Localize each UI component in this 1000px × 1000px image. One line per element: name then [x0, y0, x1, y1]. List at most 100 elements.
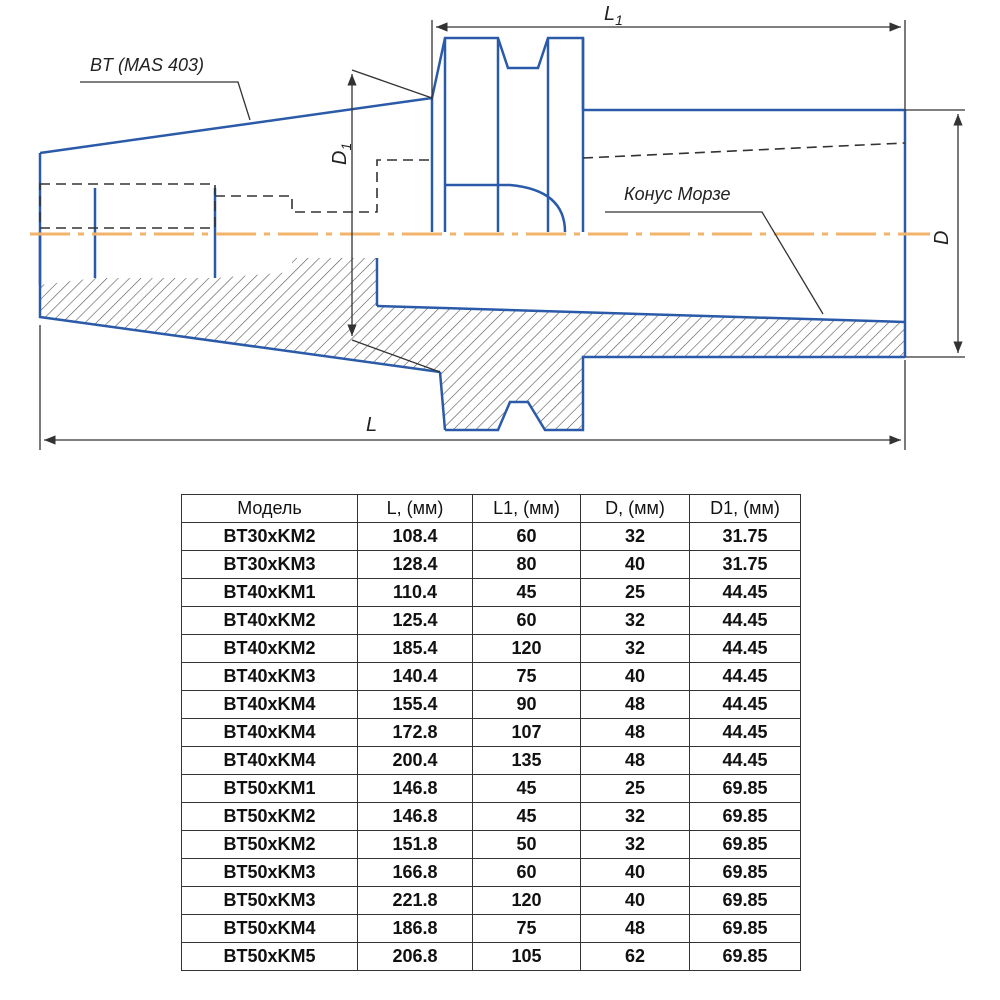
cell-l: 166.8: [357, 858, 473, 887]
cell-d: 25: [580, 578, 690, 607]
cell-l1: 135: [472, 746, 581, 775]
cell-model: BT40xKM3: [181, 662, 358, 691]
cell-model: BT40xKM2: [181, 634, 358, 663]
morse-label: Конус Морзе: [624, 184, 731, 204]
cell-d1: 44.45: [689, 634, 801, 663]
d1-label: D1: [329, 143, 354, 165]
cell-l1: 105: [472, 942, 581, 971]
cell-l: 155.4: [357, 690, 473, 719]
cell-l1: 45: [472, 802, 581, 831]
cell-d: 32: [580, 830, 690, 859]
technical-drawing: BT (MAS 403) Конус Морзе L1 L D D1: [30, 3, 965, 450]
cell-d1: 44.45: [689, 690, 801, 719]
cell-l1: 45: [472, 774, 581, 803]
cell-d1: 69.85: [689, 830, 801, 859]
spec-table: Модель L, (мм) L1, (мм) D, (мм) D1, (мм)…: [181, 494, 801, 971]
cell-d: 62: [580, 942, 690, 971]
header-model: Модель: [181, 494, 358, 523]
cell-d: 48: [580, 914, 690, 943]
cell-model: BT50xKM5: [181, 942, 358, 971]
cell-l1: 107: [472, 718, 581, 747]
cell-l: 125.4: [357, 606, 473, 635]
cell-d1: 44.45: [689, 662, 801, 691]
cell-l: 206.8: [357, 942, 473, 971]
cell-d: 32: [580, 634, 690, 663]
cell-l1: 120: [472, 634, 581, 663]
cell-model: BT50xKM1: [181, 774, 358, 803]
cell-d1: 69.85: [689, 914, 801, 943]
cell-model: BT40xKM1: [181, 578, 358, 607]
cell-d: 48: [580, 690, 690, 719]
cell-l: 140.4: [357, 662, 473, 691]
cell-d1: 44.45: [689, 606, 801, 635]
cell-l1: 75: [472, 914, 581, 943]
dimension-lines: [39, 20, 965, 450]
cell-model: BT40xKM4: [181, 690, 358, 719]
l1-label: L1: [604, 3, 623, 28]
cell-d: 40: [580, 886, 690, 915]
holder-outline: [38, 36, 907, 432]
hidden-lines: [39, 142, 906, 229]
cell-d: 40: [580, 550, 690, 579]
cell-l: 108.4: [357, 522, 473, 551]
cell-l: 110.4: [357, 578, 473, 607]
cell-d1: 69.85: [689, 886, 801, 915]
cell-model: BT50xKM2: [181, 830, 358, 859]
cell-d: 32: [580, 802, 690, 831]
cell-d: 32: [580, 606, 690, 635]
cell-model: BT50xKM3: [181, 886, 358, 915]
cell-l: 172.8: [357, 718, 473, 747]
cell-l: 186.8: [357, 914, 473, 943]
cell-l1: 45: [472, 578, 581, 607]
cell-model: BT30xKM3: [181, 550, 358, 579]
cell-d1: 69.85: [689, 802, 801, 831]
d-label: D: [931, 231, 953, 245]
cell-d1: 44.45: [689, 746, 801, 775]
cell-l1: 90: [472, 690, 581, 719]
header-d: D, (мм): [580, 494, 690, 523]
header-l1: L1, (мм): [472, 494, 581, 523]
cell-l1: 60: [472, 858, 581, 887]
cell-l: 200.4: [357, 746, 473, 775]
cell-d: 40: [580, 858, 690, 887]
cell-l1: 60: [472, 522, 581, 551]
header-l: L, (мм): [357, 494, 473, 523]
table-header-row: Модель L, (мм) L1, (мм) D, (мм) D1, (мм): [181, 494, 801, 523]
cell-d1: 44.45: [689, 578, 801, 607]
cell-l: 146.8: [357, 774, 473, 803]
cell-model: BT40xKM2: [181, 606, 358, 635]
cell-d: 48: [580, 718, 690, 747]
cell-d1: 69.85: [689, 774, 801, 803]
cell-d1: 31.75: [689, 550, 801, 579]
cell-model: BT30xKM2: [181, 522, 358, 551]
cell-l1: 75: [472, 662, 581, 691]
cell-d: 32: [580, 522, 690, 551]
cell-l1: 60: [472, 606, 581, 635]
header-d1: D1, (мм): [689, 494, 801, 523]
cell-model: BT40xKM4: [181, 746, 358, 775]
cell-l: 128.4: [357, 550, 473, 579]
cell-d: 25: [580, 774, 690, 803]
cell-l1: 120: [472, 886, 581, 915]
cell-model: BT40xKM4: [181, 718, 358, 747]
cell-d1: 69.85: [689, 858, 801, 887]
cell-l1: 50: [472, 830, 581, 859]
cell-l: 221.8: [357, 886, 473, 915]
cell-model: BT50xKM3: [181, 858, 358, 887]
cell-d1: 44.45: [689, 718, 801, 747]
cell-l: 185.4: [357, 634, 473, 663]
cell-model: BT50xKM4: [181, 914, 358, 943]
